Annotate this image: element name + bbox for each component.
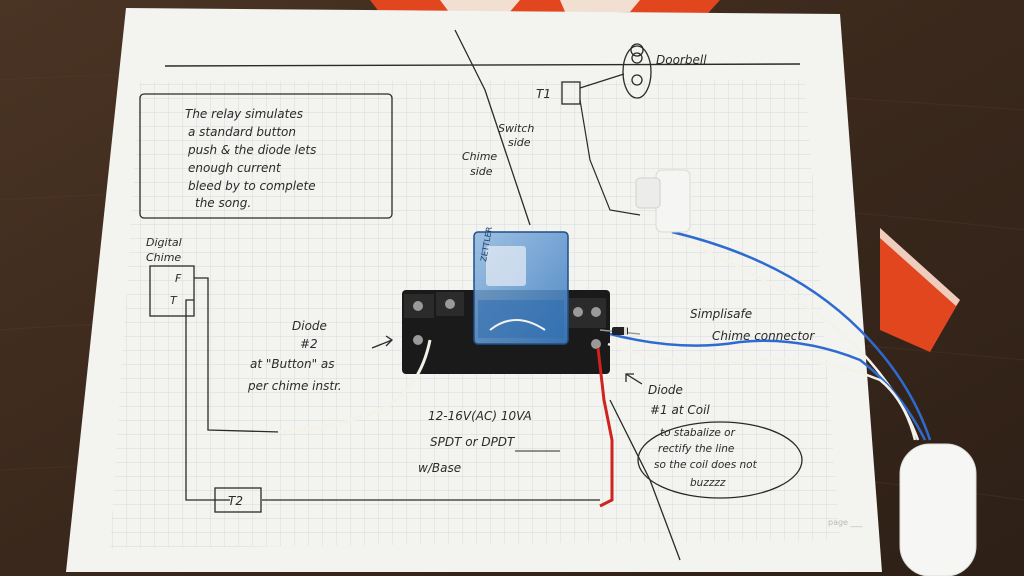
chime-circuit-wire [185, 277, 600, 501]
coil-note-bubble [637, 421, 803, 499]
blue-wire-upper [671, 230, 932, 441]
relay-spec-3: w/Base [418, 461, 461, 475]
svg-text:Simplisafe Chime connector: Simplisafe Chime connector [690, 307, 815, 343]
coil-note-1: to stabalize or [660, 427, 736, 439]
doorbell-symbol [622, 43, 652, 99]
diode1-line-1: Diode [648, 383, 683, 397]
diode2-line-3: at "Button" as [250, 357, 335, 371]
note-line-1: The relay simulates [185, 107, 303, 121]
relay-spec-1: 12-16V(AC) 10VA [428, 409, 532, 423]
svg-text:Switch side Chime: Switch side Chime side [462, 122, 538, 178]
simplisafe-line-1: Simplisafe [690, 307, 752, 321]
svg-text:Digital Chime: Digital Chime [146, 236, 185, 264]
white-wire-lower [607, 342, 917, 441]
simplisafe-sensor [899, 443, 977, 576]
relay-cube [473, 231, 569, 345]
diode2-line-1: Diode [292, 319, 327, 333]
t2-terminal [214, 487, 262, 513]
diode2-arrow [371, 335, 394, 349]
chime-side-2: side [470, 165, 493, 178]
svg-text:The relay simulates a stan: The relay simulates a standard button pu… [185, 107, 320, 210]
switch-side-2: side [508, 136, 531, 149]
orange-sign-right [880, 228, 960, 352]
digital-chime-2: Chime [146, 251, 181, 264]
red-wire [596, 347, 614, 508]
simplisafe-line-2: Chime connector [712, 329, 815, 343]
svg-text:12-16V(AC) 10VA SPDT or DP: 12-16V(AC) 10VA SPDT or DPDT w/Base [418, 409, 536, 475]
coil-note-4: buzzzz [690, 477, 726, 489]
note-box [139, 93, 393, 219]
diode-1 [599, 327, 641, 335]
diode2-line-4: per chime instr. [247, 379, 342, 393]
chime-box [149, 265, 195, 317]
white-wire-diode2 [277, 339, 432, 434]
switch-side-1: Switch [498, 122, 534, 135]
t1-terminal [561, 81, 581, 105]
chime-f-label: F [175, 272, 182, 285]
chime-t-label: T [170, 294, 178, 307]
note-line-2: a standard button [188, 125, 296, 139]
digital-chime-1: Digital [146, 236, 182, 249]
chime-side-1: Chime [462, 150, 497, 163]
diode1-arrow [625, 373, 643, 385]
paper-footer: page ___ [828, 518, 864, 527]
note-line-3: push & the diode lets [187, 143, 316, 157]
svg-text:Diode #1 at Coil: Diode #1 at Coil [648, 383, 710, 417]
note-line-4: enough current [188, 161, 282, 175]
note-line-6: the song. [195, 196, 251, 210]
coil-note-2: rectify the line [658, 443, 734, 455]
t1-wires [579, 73, 641, 216]
coil-note-3: so the coil does not [654, 459, 758, 471]
t1-label: T1 [536, 87, 551, 101]
diode2-line-2: #2 [300, 337, 318, 351]
chime-connector-clip [635, 169, 691, 233]
diode1-line-2: #1 at Coil [650, 403, 710, 417]
relay-spec-2: SPDT or DPDT [430, 435, 516, 449]
svg-text:Diode #2 at "Button" a: Diode #2 at "Button" as per chime instr. [247, 319, 342, 393]
doorbell-label: Doorbell [656, 53, 707, 67]
note-line-5: bleed by to complete [188, 179, 316, 193]
svg-text:to stabalize or rectify th: to stabalize or rectify the line so the … [654, 427, 760, 489]
t2-label: T2 [228, 494, 243, 508]
